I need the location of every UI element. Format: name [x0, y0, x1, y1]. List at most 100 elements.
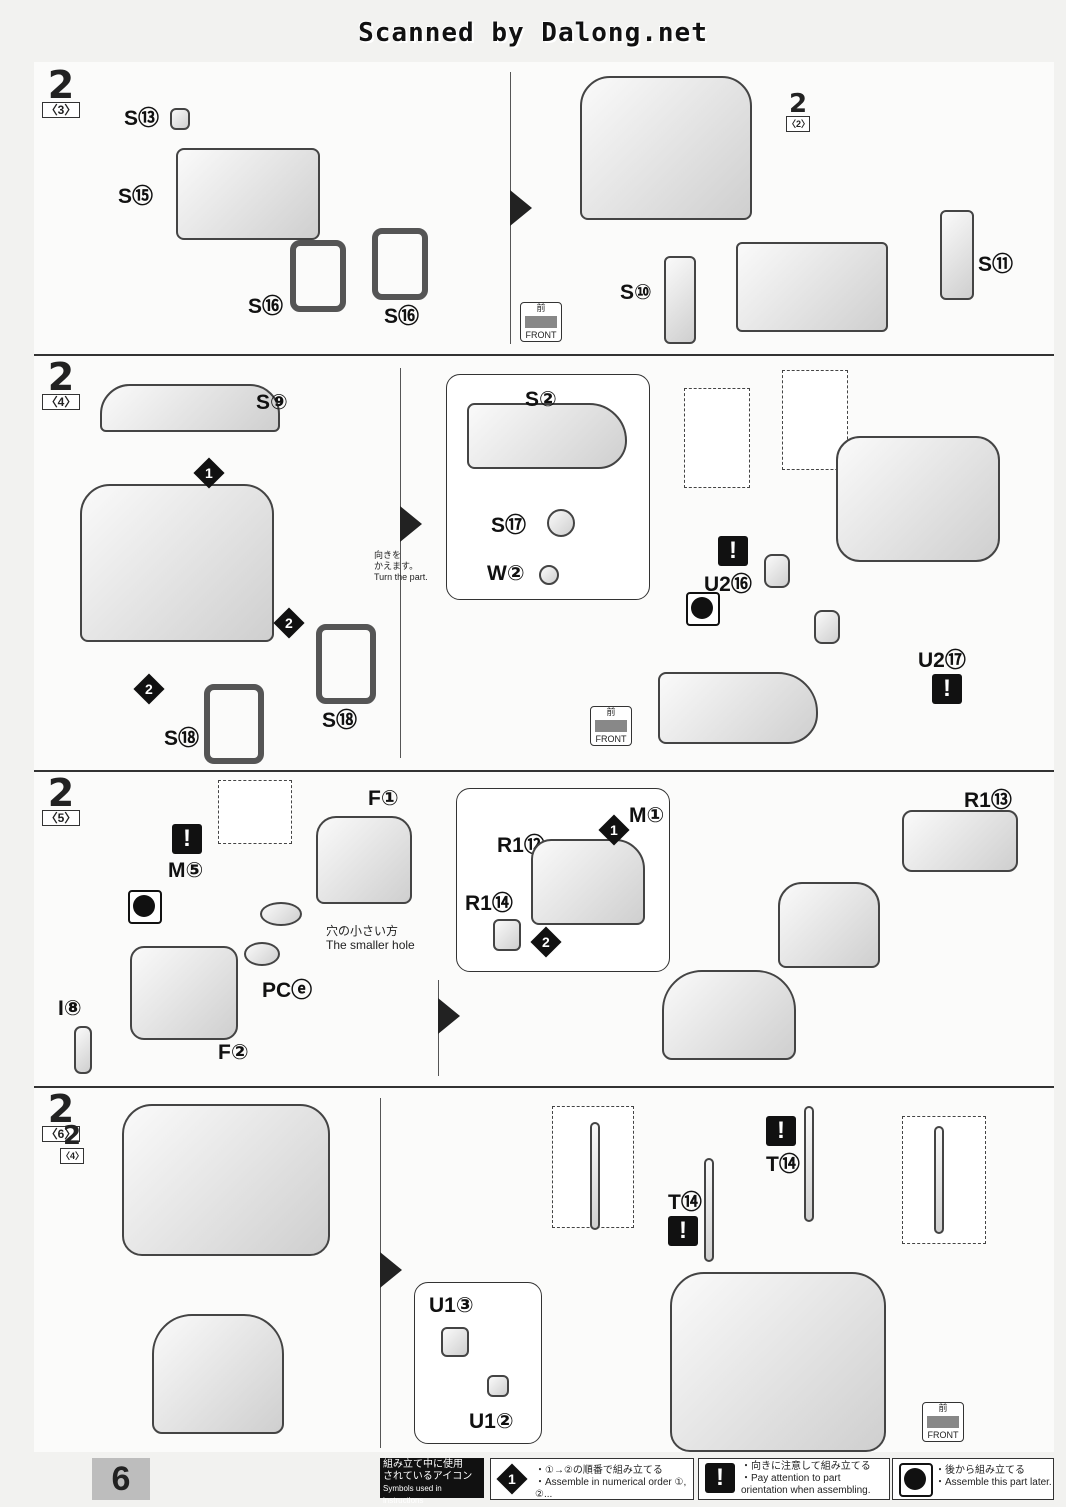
part-label: T⑭ [668, 1191, 702, 1214]
part-small-piece [493, 919, 521, 951]
step-divider [400, 368, 401, 758]
part-chest-final [670, 1272, 886, 1452]
part-side-plate [664, 256, 696, 344]
part-label: S⑮ [118, 185, 154, 208]
legend-orientation: ! ・向きに注意して組み立てる・Pay attention to part or… [698, 1458, 890, 1500]
part-face-assembly [778, 882, 880, 968]
part-hose [814, 610, 840, 644]
part-label: U2⑰ [918, 649, 966, 672]
turn-note: 向きをかえます。Turn the part. [374, 550, 428, 582]
part-chest-shell [662, 970, 796, 1060]
attention-icon: ! [766, 1116, 796, 1146]
part-chest-cover [658, 672, 818, 744]
detail-box [684, 388, 750, 488]
detail-callout: U1③ U1② [414, 1282, 542, 1444]
part-duct [290, 240, 346, 312]
part-label: S⑰ [491, 514, 527, 537]
part-antenna-rod [704, 1158, 714, 1262]
part-hose [764, 554, 790, 588]
detail-callout: M① R1⑫ R1⑭ 1 2 [456, 788, 670, 972]
part-label: S⑱ [322, 709, 358, 732]
part-label: S⑪ [978, 253, 1014, 276]
part-chest-frame [176, 148, 320, 240]
step-number: 2〈4〉 [42, 358, 80, 410]
part-label: I⑧ [58, 997, 82, 1020]
part-chest-cover [467, 403, 627, 469]
part-label: S⑨ [256, 391, 288, 414]
detail-callout: S② S⑰ W② [446, 374, 650, 600]
attention-icon: ! [705, 1463, 735, 1493]
page-number: 6 [92, 1458, 150, 1500]
ref-step: 2〈4〉 [60, 1123, 84, 1164]
ref-step: 2〈2〉 [786, 91, 810, 132]
part-label: W② [487, 562, 525, 585]
part-label: F② [218, 1041, 249, 1064]
attention-icon: ! [718, 536, 748, 566]
part-small-piece [441, 1327, 469, 1357]
part-chest-assembly [122, 1104, 330, 1256]
part-label: R1⑭ [465, 892, 513, 915]
part-label: S⑩ [620, 281, 652, 304]
part-side-plate [940, 210, 974, 300]
part-label: U1③ [429, 1294, 474, 1317]
detail-box [218, 780, 292, 844]
part-label: T⑭ [766, 1153, 800, 1176]
part-chest-assembly [80, 484, 274, 642]
part-face-inner [316, 816, 412, 904]
part-pilot-figure [74, 1026, 92, 1074]
part-label: PCⓔ [262, 979, 313, 1002]
attention-icon: ! [172, 824, 202, 854]
part-label: U1② [469, 1410, 514, 1433]
part-antenna-rod [590, 1122, 600, 1230]
part-chest-frame [736, 242, 888, 332]
part-chest-upper [836, 436, 1000, 562]
part-label: S⑯ [384, 305, 420, 328]
part-label: S⑱ [164, 727, 200, 750]
step-arrow [438, 998, 460, 1034]
part-label: S⑬ [124, 107, 160, 130]
assemble-later-icon [128, 890, 162, 924]
part-head-cover [902, 810, 1018, 872]
step-number: 2〈3〉 [42, 66, 80, 118]
part-label: M① [629, 804, 665, 827]
attention-icon: ! [932, 674, 962, 704]
step-number: 2〈6〉 [42, 1090, 80, 1142]
order-marker: 2 [530, 926, 562, 958]
part-head-assembly [152, 1314, 284, 1434]
step-number: 2〈5〉 [42, 774, 80, 826]
part-face-base [130, 946, 238, 1040]
part-joint-cap [260, 902, 302, 926]
part-ball-joint [547, 509, 575, 537]
part-duct [372, 228, 428, 300]
legend-order: 1 ・①→②の順番で組み立てる・Assemble in numerical or… [490, 1458, 694, 1500]
part-polycap [244, 942, 280, 966]
part-label: M⑤ [168, 859, 204, 882]
part-label: U2⑯ [704, 573, 752, 596]
step-arrow [400, 506, 422, 542]
legend-later: ・後から組み立てる・Assemble this part later. [892, 1458, 1054, 1500]
step-arrow [510, 190, 532, 226]
assemble-later-icon [899, 1463, 933, 1497]
step-2-4: 2〈4〉 向きをかえます。Turn the part. S⑨ S⑱ S⑱ 1 2… [34, 354, 1054, 772]
scanner-credit: Scanned by Dalong.net [358, 18, 708, 48]
step-arrow [380, 1252, 402, 1288]
part-label: R1⑬ [964, 789, 1012, 812]
part-small-block [170, 108, 190, 130]
part-label: S② [525, 388, 557, 411]
order-icon: 1 [496, 1463, 528, 1495]
part-duct-frame [316, 624, 376, 704]
order-marker: 2 [133, 673, 165, 705]
order-marker: 2 [273, 607, 305, 639]
part-small-piece [487, 1375, 509, 1397]
part-pin [539, 565, 559, 585]
